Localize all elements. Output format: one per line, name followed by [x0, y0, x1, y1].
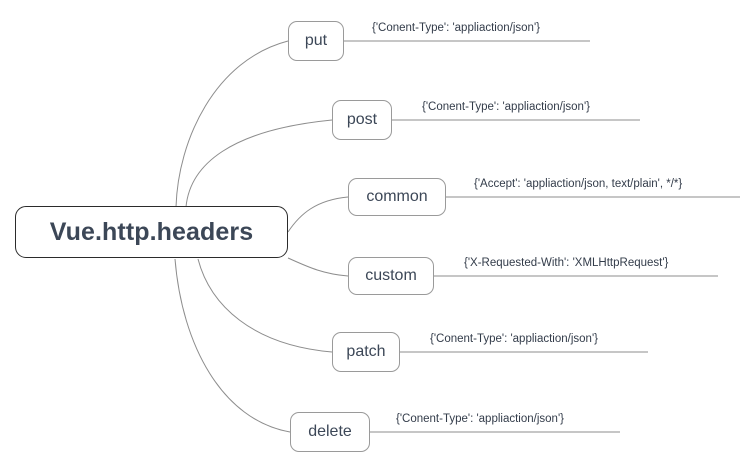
branch-node-post[interactable]: post: [332, 100, 392, 140]
branch-node-custom[interactable]: custom: [348, 257, 434, 295]
connector-curve-common: [287, 196, 349, 233]
annotation-custom: {'X-Requested-With': 'XMLHttpRequest'}: [464, 257, 669, 269]
connector-curve-patch: [197, 258, 333, 353]
annotation-patch: {'Conent-Type': 'appliaction/json'}: [430, 333, 598, 345]
branch-node-label: patch: [346, 343, 386, 360]
annotation-post: {'Conent-Type': 'appliaction/json'}: [422, 101, 590, 113]
branch-node-label: put: [304, 32, 328, 49]
root-node[interactable]: Vue.http.headers: [15, 206, 288, 258]
branch-node-common[interactable]: common: [348, 178, 446, 216]
root-node-label: Vue.http.headers: [49, 217, 254, 246]
branch-node-patch[interactable]: patch: [332, 332, 400, 372]
connector-curve-custom: [287, 257, 349, 277]
annotation-put: {'Conent-Type': 'appliaction/json'}: [372, 22, 540, 34]
branch-node-label: delete: [308, 423, 352, 440]
connector-curve-put: [175, 40, 289, 208]
annotation-common: {'Accept': 'appliaction/json, text/plain…: [474, 178, 683, 190]
annotation-delete: {'Conent-Type': 'appliaction/json'}: [396, 413, 564, 425]
branch-node-put[interactable]: put: [288, 21, 344, 61]
branch-node-label: custom: [365, 267, 417, 284]
branch-node-label: post: [346, 111, 378, 128]
branch-node-delete[interactable]: delete: [290, 412, 370, 452]
connector-curve-delete: [174, 258, 291, 433]
branch-node-label: common: [366, 188, 428, 205]
connector-curve-post: [185, 119, 333, 208]
